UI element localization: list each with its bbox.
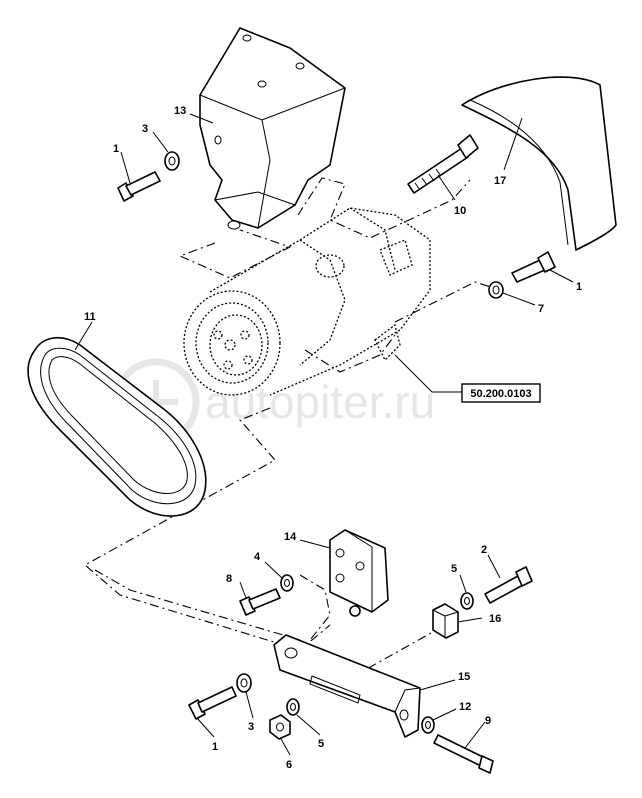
washer-5-upper bbox=[460, 592, 474, 610]
bolt-1-upper bbox=[117, 171, 161, 202]
bolt-10 bbox=[407, 134, 479, 194]
bolt-1-right bbox=[511, 251, 556, 283]
leader-lines bbox=[74, 113, 574, 756]
callout-15: 15 bbox=[458, 671, 470, 683]
washer-5-lower bbox=[286, 698, 300, 716]
plate-14 bbox=[329, 529, 389, 617]
watermark-text: autopiter.ru bbox=[205, 376, 435, 428]
callout-1-right: 1 bbox=[576, 281, 582, 293]
drive-belt bbox=[27, 336, 207, 517]
callout-labels: 13 3 1 10 17 1 7 11 14 4 8 2 5 16 15 12 … bbox=[84, 105, 582, 771]
callout-4: 4 bbox=[254, 551, 261, 563]
lower-bracket bbox=[273, 634, 421, 738]
callout-10: 10 bbox=[454, 205, 466, 217]
callout-8: 8 bbox=[226, 573, 232, 585]
callout-16: 16 bbox=[489, 613, 501, 625]
callout-11: 11 bbox=[84, 311, 96, 323]
callout-3-lower: 3 bbox=[248, 721, 254, 733]
callout-3-upper: 3 bbox=[142, 123, 148, 135]
callout-9: 9 bbox=[485, 715, 491, 727]
washer-3-upper bbox=[164, 151, 180, 171]
washer-3-lower bbox=[236, 673, 252, 693]
bolt-9 bbox=[433, 734, 494, 774]
upper-bracket bbox=[199, 27, 346, 230]
callout-17: 17 bbox=[494, 175, 506, 187]
nut-6 bbox=[269, 714, 291, 740]
reference-link[interactable]: 50.200.0103 bbox=[461, 383, 541, 403]
callout-12: 12 bbox=[459, 701, 471, 713]
washer-12 bbox=[421, 716, 435, 734]
callout-6: 6 bbox=[286, 759, 292, 771]
callout-13: 13 bbox=[174, 105, 186, 117]
bolt-8 bbox=[239, 588, 281, 616]
callout-5-lower: 5 bbox=[318, 738, 324, 750]
reference-number[interactable]: 50.200.0103 bbox=[470, 388, 531, 400]
callout-1-lower: 1 bbox=[212, 741, 218, 753]
callout-1-upper: 1 bbox=[113, 143, 119, 155]
belt-guard bbox=[461, 76, 617, 251]
callout-2: 2 bbox=[481, 544, 487, 556]
spacer-16 bbox=[432, 603, 459, 639]
callout-14: 14 bbox=[284, 531, 297, 543]
washer-4 bbox=[280, 574, 294, 592]
bolt-1-lower bbox=[188, 686, 237, 720]
compressor bbox=[183, 207, 431, 396]
bolt-2 bbox=[484, 566, 533, 604]
watermark: autopiter.ru bbox=[112, 358, 435, 446]
callout-5-upper: 5 bbox=[451, 563, 457, 575]
washer-7 bbox=[488, 281, 504, 299]
callout-7: 7 bbox=[538, 303, 544, 315]
